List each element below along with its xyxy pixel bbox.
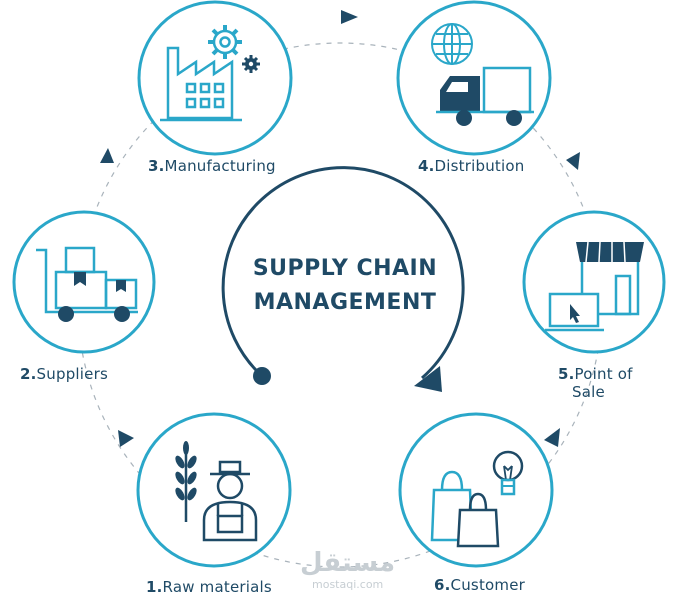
step-circle-raw-materials	[136, 412, 292, 568]
title-line-2: MANAGEMENT	[253, 290, 437, 315]
inner-arc-start-dot	[253, 367, 271, 385]
step-label-manufacturing: 3.Manufacturing	[148, 157, 276, 175]
step-label-distribution: 4.Distribution	[418, 157, 524, 175]
store-computer-icon	[545, 241, 644, 332]
ring-arrow-left	[100, 148, 114, 163]
watermark-arabic: مستقل	[300, 548, 396, 578]
step-number: 6.	[434, 576, 451, 594]
step-circle-customer	[398, 412, 554, 568]
factory-gears-icon	[160, 25, 242, 122]
step-name: Customer	[450, 576, 526, 594]
step-label-point-of-sale-line2: Sale	[572, 383, 605, 401]
step-number: 4.	[418, 157, 435, 175]
ring-arrow-lower-right	[544, 428, 560, 447]
cart-wheel-left	[58, 306, 74, 322]
step-number: 1.	[146, 578, 163, 596]
watermark-latin: mostaqi.com	[312, 578, 384, 591]
step-circle-suppliers	[12, 210, 156, 354]
ring-arrow-top	[341, 10, 358, 24]
ring-arrow-upper-right	[566, 152, 580, 170]
title-line-1: SUPPLY CHAIN	[252, 256, 438, 281]
step-name: Point of	[574, 365, 633, 383]
step-circle-distribution	[396, 0, 552, 156]
ring-arrow-lower-left	[118, 430, 134, 447]
step-name: Distribution	[434, 157, 525, 175]
shopping-bags-bulb-icon	[430, 450, 524, 548]
step-circle-point-of-sale	[522, 210, 666, 354]
cart-wheel-right	[114, 306, 130, 322]
step-name: Manufacturing	[164, 157, 276, 175]
step-label-point-of-sale: 5.Point of	[558, 365, 633, 383]
step-number: 2.	[20, 365, 37, 383]
step-circle-manufacturing	[137, 0, 293, 156]
box-tape-2	[116, 280, 126, 292]
inner-arc-arrowhead	[414, 366, 442, 392]
globe-truck-icon	[431, 23, 534, 126]
step-number: 3.	[148, 157, 165, 175]
box-tape	[74, 272, 86, 286]
step-number: 5.	[558, 365, 575, 383]
step-name: Suppliers	[36, 365, 108, 383]
step-label-raw-materials: 1.Raw materials	[146, 578, 272, 596]
inner-arc	[221, 166, 465, 380]
small-gear-icon	[242, 55, 260, 73]
step-name: Raw materials	[162, 578, 272, 596]
step-label-suppliers: 2.Suppliers	[20, 365, 108, 383]
step-label-customer: 6.Customer	[434, 576, 525, 594]
farmer-wheat-icon	[175, 441, 258, 542]
